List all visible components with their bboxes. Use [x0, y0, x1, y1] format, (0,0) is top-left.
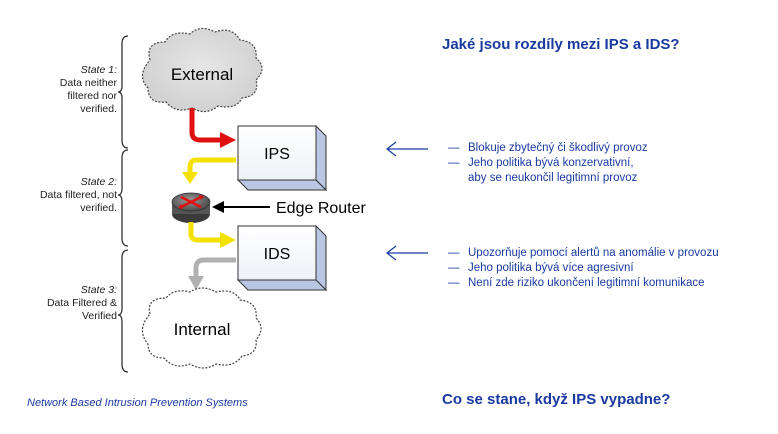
- ips-bullet-list: — Blokuje zbytečný či škodlivý provoz — Je…: [448, 141, 648, 186]
- red-arrow: [189, 108, 222, 143]
- state-2-line-2: verified.: [80, 202, 117, 214]
- network-diagram: External IPS Edge Router IDS In: [117, 27, 367, 373]
- state-3-line-2: Verified: [81, 310, 117, 322]
- internal-label: Internal: [174, 320, 231, 339]
- external-cloud: External: [141, 27, 263, 113]
- dash: —: [448, 262, 460, 274]
- question-top: Jaké jsou rozdíly mezi IPS a IDS?: [442, 36, 680, 53]
- gray-arrow: [193, 257, 236, 282]
- ids-pointer-arrow: [386, 245, 428, 261]
- ips-pointer-arrow: [386, 141, 428, 157]
- router-pointer-head: [212, 201, 224, 213]
- gray-arrow-head: [188, 276, 204, 290]
- dash: —: [448, 157, 460, 169]
- router-icon: [171, 192, 211, 223]
- yellow-arrow-2: [188, 222, 222, 243]
- state-labels: State 1: Data neither filtered nor verif…: [0, 58, 117, 388]
- ips-label: IPS: [264, 146, 290, 163]
- ips-bullet-2: — Jeho politika bývá konzervativní,: [448, 156, 648, 171]
- ips-point-2: Jeho politika bývá konzervativní,: [468, 157, 634, 169]
- state-1-label: State 1: Data neither filtered nor verif…: [60, 64, 117, 116]
- edge-router-label: Edge Router: [276, 200, 367, 217]
- ips-bullet-1: — Blokuje zbytečný či škodlivý provoz: [448, 141, 648, 156]
- state-2-brace: [117, 149, 129, 247]
- state-3-label: State 3: Data Filtered & Verified: [47, 284, 117, 323]
- state-3-title: State 3:: [80, 284, 117, 296]
- footer-caption: Network Based Intrusion Prevention Syste…: [27, 397, 248, 409]
- state-2-title: State 2:: [80, 176, 117, 188]
- yellow-arrow-1: [187, 157, 236, 178]
- ips-point-2-cont: aby se neukončil legitimní provoz: [468, 172, 638, 184]
- state-1-line-3: verified.: [80, 103, 117, 115]
- state-1-line-1: Data neither: [59, 77, 117, 89]
- question-bottom: Co se stane, když IPS vypadne?: [442, 391, 671, 408]
- ids-bullet-1: — Upozorňuje pomocí alertů na anomálie v …: [448, 246, 719, 261]
- external-label: External: [171, 65, 233, 84]
- state-3-brace: [117, 249, 129, 373]
- ids-point-2: Jeho politika bývá více agresivní: [468, 262, 634, 274]
- ids-bullet-3: — Není zde riziko ukončení legitimní komu…: [448, 276, 719, 291]
- state-1-title: State 1:: [80, 64, 117, 76]
- state-1-brace: [117, 35, 129, 149]
- ips-point-1: Blokuje zbytečný či škodlivý provoz: [468, 142, 648, 154]
- red-arrow-head: [220, 132, 236, 148]
- yellow-arrow-2-head: [220, 232, 236, 248]
- state-2-label: State 2: Data filtered, not verified.: [40, 176, 117, 215]
- ids-bullet-list: — Upozorňuje pomocí alertů na anomálie v …: [448, 246, 719, 291]
- ids-label: IDS: [264, 246, 291, 263]
- state-1-line-2: filtered nor: [67, 90, 117, 102]
- dash: —: [448, 247, 460, 259]
- ips-box: IPS: [236, 124, 328, 192]
- internal-cloud: Internal: [141, 287, 262, 369]
- ids-box: IDS: [236, 224, 328, 292]
- yellow-arrow-1-head: [182, 172, 198, 184]
- state-3-line-1: Data Filtered &: [46, 297, 117, 309]
- dash: —: [448, 142, 460, 154]
- dash: —: [448, 277, 460, 289]
- state-2-line-1: Data filtered, not: [39, 189, 117, 201]
- ids-bullet-2: — Jeho politika bývá více agresivní: [448, 261, 719, 276]
- ids-point-3: Není zde riziko ukončení legitimní komun…: [468, 277, 705, 289]
- ids-point-1: Upozorňuje pomocí alertů na anomálie v p…: [468, 247, 719, 259]
